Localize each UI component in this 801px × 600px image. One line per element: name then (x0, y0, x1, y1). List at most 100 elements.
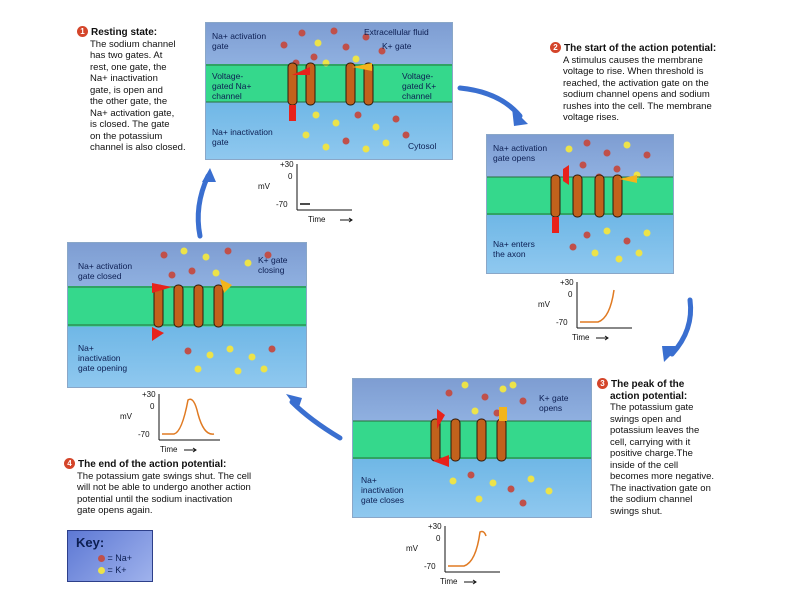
key-na-label: = Na+ (107, 553, 133, 563)
panel1-voltage-graph: +30 0 mV -70 Time (252, 160, 362, 228)
panel4-voltage-graph: +30 0 mV -70 Time (114, 390, 224, 458)
label-line: gate closes (361, 495, 404, 505)
panel1-title: Resting state: (91, 27, 158, 38)
panel3-title-line: action potential: (610, 390, 688, 402)
panel2-voltage-graph: +30 0 mV -70 Time (532, 278, 642, 346)
panel2-line: reached, the activation gate on the (563, 77, 709, 89)
graph-top-label: +30 (560, 278, 574, 287)
panel4-line: will not be able to undergo another acti… (77, 482, 251, 493)
label-line: Na+ activation (78, 261, 133, 271)
label-line: opens (539, 403, 563, 413)
na-channel (287, 62, 316, 121)
panel4-body: The potassium gate swings shut. The cell… (64, 471, 304, 517)
label-line: gate opens (493, 153, 536, 163)
graph-unit-label: mV (258, 182, 270, 191)
panel3-voltage-graph: +30 0 mV -70 Time (400, 522, 510, 590)
panel2-line: A stimulus causes the membrane (563, 54, 703, 66)
lipid-bilayer (206, 64, 452, 103)
graph-zero-label: 0 (288, 172, 293, 181)
graph-time-label: Time (308, 215, 326, 224)
label-line: Na+ activation (212, 31, 267, 41)
lipid-bilayer (353, 420, 591, 459)
graph-top-label: +30 (142, 390, 156, 399)
extracellular-label: Extracellular fluid (364, 27, 429, 37)
label-line: gate (212, 41, 229, 51)
panel4-title: The end of the action potential: (78, 459, 227, 470)
graph-zero-label: 0 (150, 402, 155, 411)
graph-zero-label: 0 (568, 290, 573, 299)
panel2-line: voltage rises. (563, 112, 619, 123)
panel1-line: The sodium channel (90, 38, 176, 50)
graph-unit-label: mV (120, 412, 132, 421)
panel1-line: Na+ activation gate, (90, 107, 175, 119)
panel1-channels (206, 27, 452, 153)
panel3-line: swings open and (610, 413, 682, 425)
panel4-line: potential until the sodium inactivation (77, 493, 233, 505)
na-channel (430, 409, 461, 467)
k-channel (476, 407, 507, 462)
cytosol-label: Cytosol (408, 141, 437, 151)
label-line: inactivation (361, 485, 404, 495)
label-line: Na+ activation (493, 143, 548, 153)
label-line: inactivation (78, 353, 121, 363)
ion-dots (280, 27, 410, 153)
label-line: closing (258, 265, 285, 275)
panel3-line: inside of the cell (610, 459, 679, 471)
label-line: Na+ (78, 343, 94, 353)
arrow-4-to-1 (195, 173, 211, 239)
graph-top-label: +30 (428, 522, 442, 531)
panel2-channels (487, 139, 673, 263)
key-k-row: = K+ (98, 565, 127, 575)
label-line: the axon (493, 249, 526, 259)
panel1-line: has two gates. At (90, 50, 163, 61)
key-na-row: = Na+ (98, 553, 132, 563)
label-line: channel (212, 91, 242, 101)
graph-time-label: Time (440, 577, 458, 586)
panel1-line: is closed. The gate (90, 119, 170, 130)
panel3-line: the sodium channel (610, 494, 693, 505)
panel4-membrane-diagram: Na+ activation gate closed K+ gate closi… (67, 242, 307, 388)
panel3-channels (353, 381, 591, 507)
label-line: K+ gate (539, 393, 569, 403)
panel4-line: gate opens again. (77, 505, 153, 516)
key-k-label: = K+ (107, 565, 127, 575)
inactivation-gate-opening-label: Na+ inactivation gate opening (78, 343, 127, 373)
graph-unit-label: mV (538, 300, 550, 309)
k-gate-closing-label: K+ gate closing (258, 255, 288, 275)
na-channel (152, 283, 184, 341)
panel3-line: cell, carrying with it (610, 436, 691, 448)
label-line: channel (402, 91, 432, 101)
panel3-line: positive charge.The (610, 448, 693, 459)
panel3-line: The inactivation gate on (610, 482, 711, 494)
graph-zero-label: 0 (436, 534, 441, 543)
step-number-3: 3 (597, 378, 608, 389)
k-channel (345, 62, 374, 106)
lipid-bilayer (68, 286, 306, 326)
panel3-body: The potassium gate swings open and potas… (597, 402, 732, 517)
graph-axes (158, 394, 220, 453)
graph-unit-label: mV (406, 544, 418, 553)
graph-bottom-label: -70 (556, 318, 568, 327)
panel3-line: The potassium gate (610, 402, 694, 413)
panel2-title: The start of the action potential: (564, 43, 717, 54)
step-number-4: 4 (64, 458, 75, 469)
voltage-na-label: Voltage- gated Na+ channel (212, 71, 251, 101)
panel1-line: Na+ inactivation (90, 73, 158, 84)
k-gate-opens-label: K+ gate opens (539, 393, 569, 413)
label-line: gate (212, 137, 229, 147)
graph-axes (444, 526, 500, 585)
panel3-line: becomes more negative. (610, 471, 715, 482)
label-line: gated Na+ (212, 81, 252, 91)
label-line: Na+ enters (493, 239, 535, 249)
panel3-line: swings shut. (610, 505, 663, 517)
na-activation-gate-opens-label: Na+ activation gate opens (493, 143, 547, 163)
k-channel (594, 174, 637, 218)
panel3-line: potassium leaves the (610, 425, 700, 436)
inactivation-gate-closes-label: Na+ inactivation gate closes (361, 475, 404, 505)
panel1-line: channel is also closed. (90, 142, 186, 153)
graph-bottom-label: -70 (276, 200, 288, 209)
ion-dots (445, 381, 553, 507)
